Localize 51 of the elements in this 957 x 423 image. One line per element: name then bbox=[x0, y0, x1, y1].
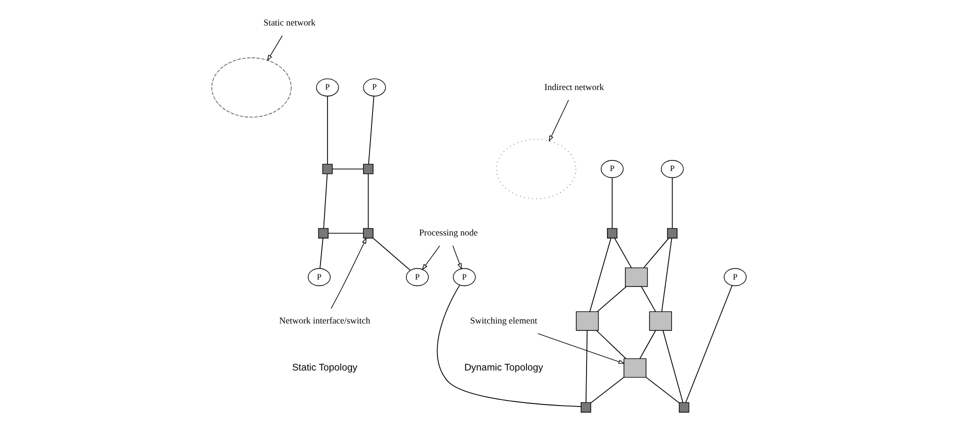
label: Static Topology bbox=[292, 362, 357, 374]
node-box bbox=[580, 402, 591, 413]
connector bbox=[638, 330, 656, 359]
connector bbox=[596, 286, 626, 312]
node-text: Static network bbox=[262, 18, 316, 28]
connector bbox=[367, 174, 368, 229]
connector bbox=[662, 330, 683, 403]
node-box bbox=[322, 164, 332, 174]
connector bbox=[671, 177, 672, 229]
connector bbox=[322, 174, 328, 229]
connector bbox=[372, 238, 410, 271]
node-text: Indirect network bbox=[544, 82, 604, 92]
arrow bbox=[548, 100, 568, 142]
connector bbox=[327, 232, 364, 234]
node-box bbox=[575, 311, 598, 331]
connector bbox=[614, 238, 632, 268]
node-box bbox=[606, 228, 617, 238]
node-text: Processing node bbox=[418, 228, 478, 238]
arrow bbox=[537, 333, 624, 364]
node-text: Network interface/switch bbox=[278, 315, 370, 326]
connector bbox=[436, 284, 581, 407]
arrow bbox=[421, 245, 440, 270]
connector bbox=[660, 238, 672, 312]
node-text: Switching element bbox=[470, 315, 537, 326]
node-box bbox=[318, 228, 328, 238]
node-box bbox=[623, 358, 646, 378]
connector bbox=[596, 330, 626, 359]
node-box bbox=[666, 228, 677, 238]
label: Dynamic Topology bbox=[464, 362, 543, 374]
connector bbox=[684, 285, 732, 403]
connector bbox=[368, 96, 374, 165]
connector bbox=[590, 376, 624, 404]
connector bbox=[588, 238, 611, 312]
connector bbox=[326, 96, 328, 165]
connector bbox=[643, 238, 669, 268]
arrow bbox=[330, 237, 366, 309]
node-circle bbox=[210, 57, 292, 118]
arrow bbox=[452, 245, 462, 270]
node-circle bbox=[496, 138, 576, 200]
node-box bbox=[624, 267, 648, 287]
connector bbox=[332, 168, 364, 170]
connector bbox=[585, 330, 588, 403]
node-box bbox=[648, 311, 672, 331]
connector bbox=[611, 177, 612, 229]
connector bbox=[319, 238, 323, 269]
node-box bbox=[362, 164, 373, 174]
node-box bbox=[678, 402, 689, 413]
node-box bbox=[362, 228, 373, 238]
connector bbox=[645, 376, 680, 404]
connector bbox=[640, 286, 656, 312]
arrow bbox=[266, 35, 282, 62]
